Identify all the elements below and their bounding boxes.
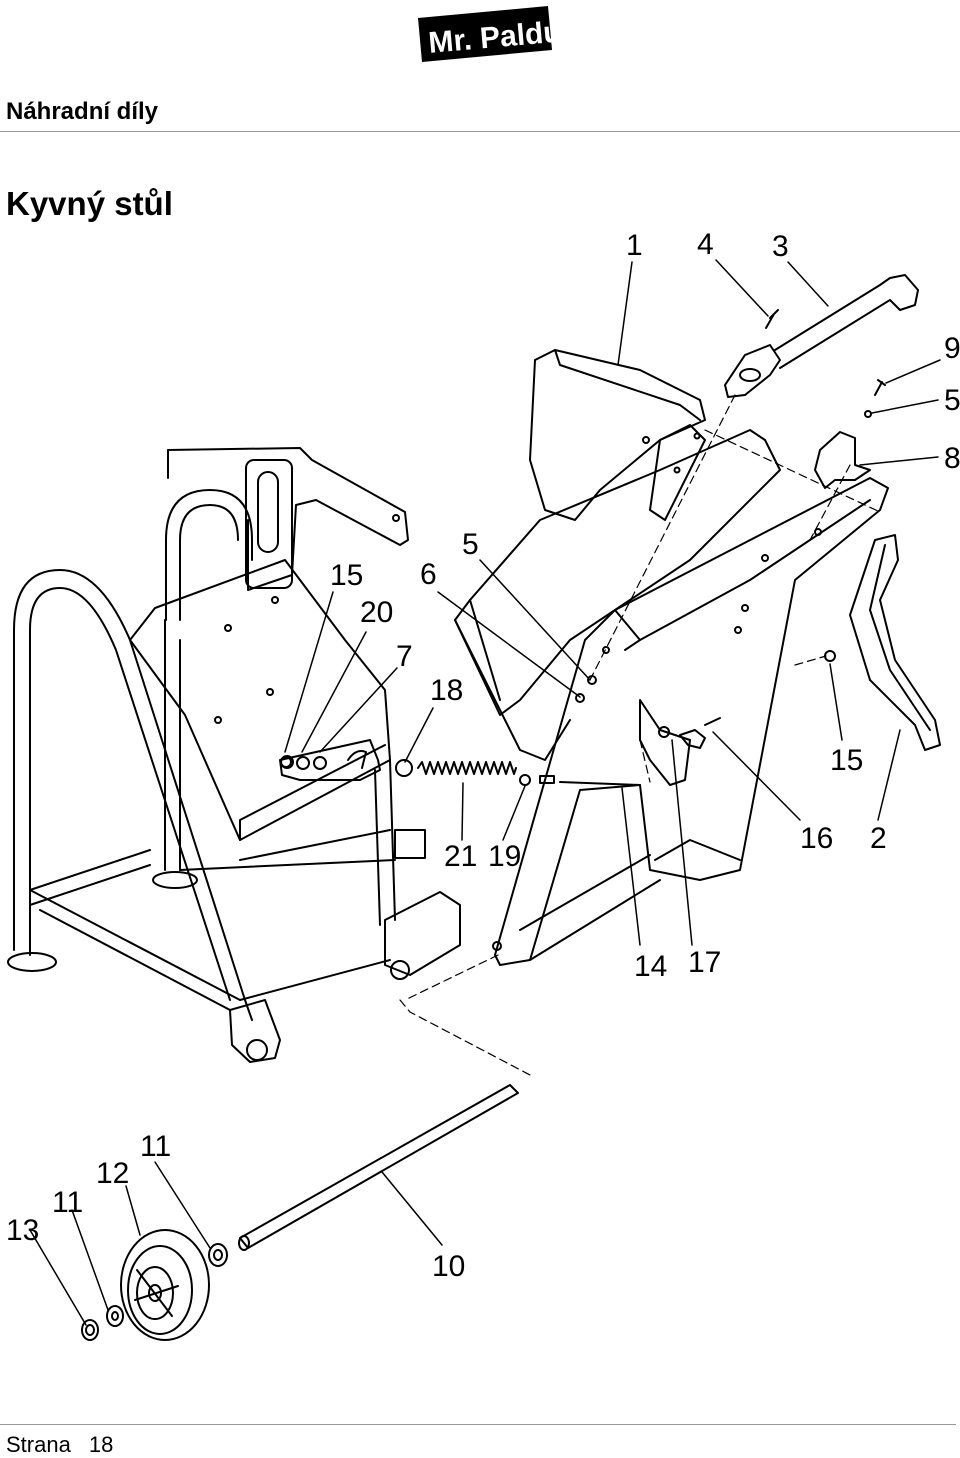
callout-20: 20 (360, 596, 393, 629)
callout-19: 19 (488, 840, 521, 873)
page-label: Strana (6, 1432, 71, 1457)
callout-9: 9 (944, 332, 960, 365)
callout-5: 5 (944, 384, 960, 417)
callout-3: 3 (772, 230, 789, 263)
callout-12: 12 (96, 1157, 129, 1190)
callout-11: 11 (52, 1186, 83, 1219)
callout-7: 7 (396, 640, 413, 673)
callout-13: 13 (6, 1214, 39, 1247)
section-title: Náhradní díly (6, 98, 159, 125)
callout-21: 21 (444, 840, 477, 873)
callout-2: 2 (870, 822, 887, 855)
callout-17: 17 (688, 946, 721, 979)
swing-table (454, 349, 889, 966)
callout-11: 11 (140, 1130, 171, 1163)
page-number: 18 (88, 1432, 114, 1457)
stand-frame (7, 447, 461, 1063)
callout-16: 16 (800, 822, 833, 855)
axle-and-wheel (81, 1084, 519, 1341)
assembly-lines (399, 394, 881, 1076)
leader-lines (29, 259, 941, 1326)
hardware (280, 309, 886, 786)
header-divider (0, 131, 960, 132)
callout-6: 6 (420, 558, 437, 591)
callout-8: 8 (944, 442, 960, 475)
rip-fence (849, 534, 941, 751)
callout-14: 14 (634, 950, 667, 983)
callout-4: 4 (697, 228, 714, 261)
callout-18: 18 (430, 674, 463, 707)
callout-15: 15 (330, 559, 363, 592)
callout-1: 1 (626, 229, 643, 262)
callout-10: 10 (432, 1250, 465, 1283)
footer-divider (0, 1424, 956, 1425)
callout-labels: 1 4 3 9 5 8 15 20 6 5 7 18 15 21 19 16 2… (6, 228, 960, 1283)
bracket (814, 431, 871, 489)
callout-5: 5 (462, 528, 479, 561)
page-footer: Strana 18 (6, 1432, 113, 1458)
callout-15: 15 (830, 744, 863, 777)
page-heading: Kyvný stůl (6, 185, 173, 222)
brand-logo: Mr. Paldu (418, 6, 552, 62)
handle-bar (724, 274, 919, 398)
